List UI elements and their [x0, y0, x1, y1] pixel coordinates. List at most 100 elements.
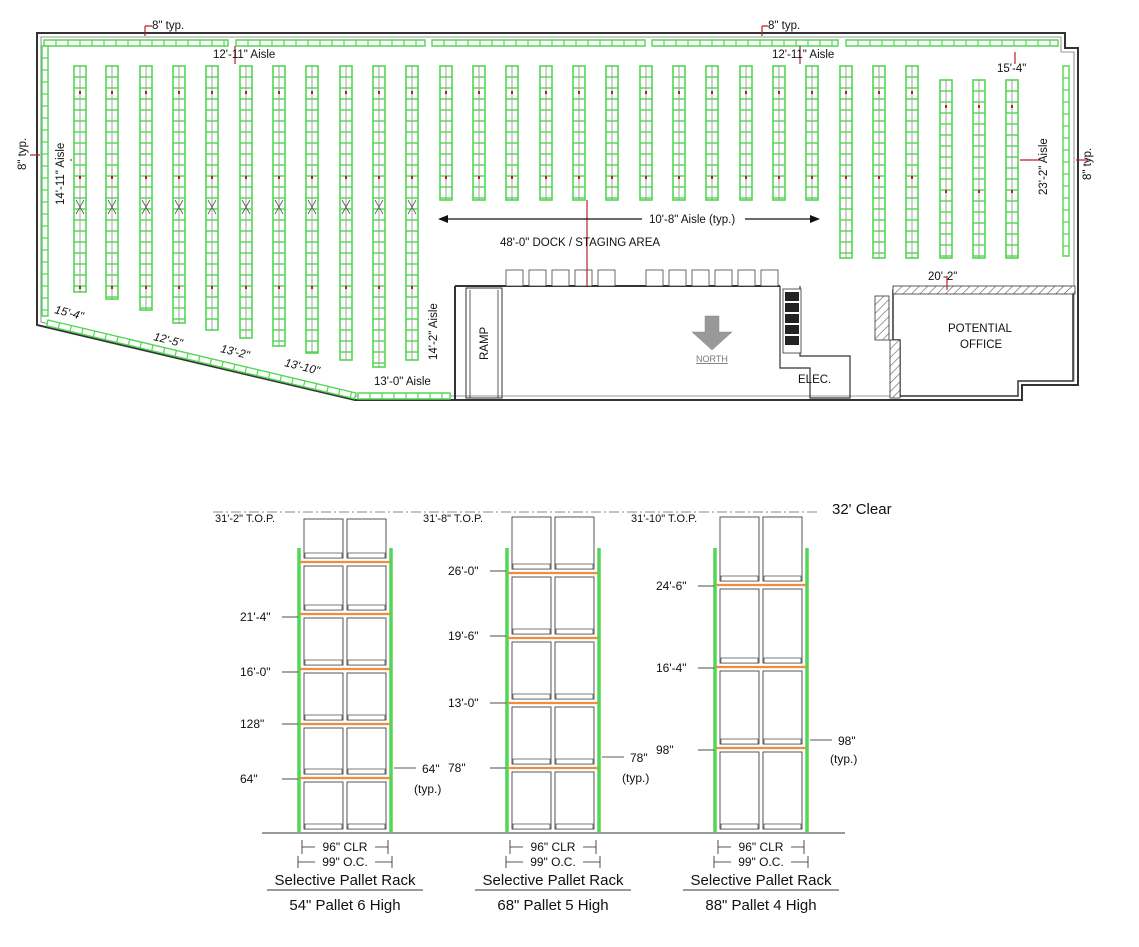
pallet [304, 604, 343, 611]
elevation-rack-3: 31'-10" T.O.P.24'-6"16'-4"98"98"(typ.)96… [631, 513, 857, 914]
building-outline-inner [40, 36, 1075, 397]
pallet [304, 823, 343, 830]
elevation-racks: 31'-2" T.O.P.21'-4"16'-0"128"64"64"(typ.… [215, 513, 857, 914]
pallet [304, 714, 343, 721]
rack-marker [411, 176, 413, 179]
typ-label-note: (typ.) [622, 771, 649, 785]
office-wall-left [874, 295, 890, 341]
right-top-dim: 15'-4" [997, 63, 1026, 75]
aisle-top-right: 12'-11" Aisle [772, 49, 834, 61]
clr-bg [315, 840, 375, 853]
rack-elevations: 32' Clear 31'-2" T.O.P.21'-4"16'-0"128"6… [213, 501, 892, 914]
rack-marker [345, 286, 347, 289]
pallet [512, 693, 551, 700]
level-label: 24'-6" [656, 579, 687, 593]
rack-row-28 [972, 79, 986, 259]
rack-row-5 [205, 65, 219, 331]
dim-13-0-aisle: 13'-0" Aisle [374, 376, 431, 388]
pallet [763, 823, 802, 830]
pallet-load [719, 588, 760, 664]
dim-mark [761, 25, 768, 36]
rack-row-21 [739, 65, 753, 201]
typ-label-value: 98" [838, 734, 856, 748]
oc-label: 99" O.C. [738, 855, 784, 869]
rack-marker [711, 91, 713, 94]
office-label-2: OFFICE [960, 339, 1002, 351]
rack-marker [745, 91, 747, 94]
dock-door-9 [714, 269, 733, 287]
rack-row-4 [172, 65, 186, 324]
north-arrow-icon [691, 315, 733, 351]
pallet [347, 823, 386, 830]
level-label: 98" [656, 743, 674, 757]
wall-rack-divider [256, 369, 259, 376]
rack-row-2 [105, 65, 119, 300]
level-label: 128" [240, 717, 264, 731]
wall-rack-divider [57, 322, 61, 329]
elec-panel-5 [785, 336, 799, 345]
dock-door-3 [551, 269, 570, 287]
pallet-load [303, 565, 344, 611]
pallet [347, 604, 386, 611]
pallet [763, 575, 802, 582]
rack-brace [174, 199, 184, 215]
wall-rack-divider [116, 336, 119, 343]
rack-row-12 [439, 65, 453, 201]
rack-row-24 [839, 65, 853, 259]
wall-rack-diagonal [45, 319, 357, 400]
clear-height-label: 32' Clear [832, 501, 892, 518]
dock-door-4 [574, 269, 593, 287]
top-of-pallet-label: 31'-2" T.O.P. [215, 513, 275, 525]
rack-marker [278, 286, 280, 289]
right-typ: 8" typ. [1082, 148, 1094, 180]
dimension-marks [30, 25, 1088, 290]
wall-rack-divider [139, 342, 142, 349]
pallet-load [762, 588, 803, 664]
wall-rack-divider [302, 380, 306, 387]
clr-label: 96" CLR [739, 840, 784, 854]
pallet-load [346, 518, 387, 559]
rack-row-1 [73, 65, 87, 293]
wall-rack-divider [244, 366, 248, 374]
wall-rack-divider [291, 377, 294, 385]
rack-marker [845, 91, 847, 94]
rack-row-11 [405, 65, 419, 361]
rack-row-15 [539, 65, 553, 201]
rack-marker [378, 91, 380, 94]
wall-rack-frame [41, 45, 49, 317]
pallet [720, 575, 759, 582]
wall-rack-frame [845, 39, 1059, 47]
aisle-top-left: 12'-11" Aisle [213, 49, 275, 61]
rack-marker [911, 176, 913, 179]
pallet [763, 738, 802, 745]
rack-row-23 [805, 65, 819, 201]
wall-rack-left [41, 45, 49, 317]
pallet-load [346, 727, 387, 775]
rack-marker [411, 91, 413, 94]
pallet-load [303, 781, 344, 830]
arrow-left-icon [438, 215, 448, 223]
wall-rack-divider [209, 358, 213, 365]
wall-rack-top-3 [431, 39, 646, 47]
pallet [512, 628, 551, 635]
wall-rack-divider [232, 364, 236, 371]
pallet [304, 768, 343, 775]
rack-marker [211, 91, 213, 94]
rack-marker [645, 91, 647, 94]
level-label: 16'-4" [656, 661, 687, 675]
wall-rack-top-5 [845, 39, 1059, 47]
oc-bg [523, 856, 583, 869]
level-label: 64" [240, 772, 258, 786]
level-label: 78" [448, 761, 466, 775]
rack-marker [145, 91, 147, 94]
top-of-pallet-label: 31'-8" T.O.P. [423, 513, 483, 525]
wall-rack-bottom [357, 392, 451, 400]
dim-13-2: 13'-2" [219, 343, 251, 362]
wall-rack-top-1 [43, 39, 229, 47]
rack-row-9 [339, 65, 353, 361]
wall-rack-frame [431, 39, 646, 47]
pallet [347, 768, 386, 775]
oc-bg [731, 856, 791, 869]
rack-marker [245, 91, 247, 94]
wall-rack-divider [69, 325, 72, 332]
